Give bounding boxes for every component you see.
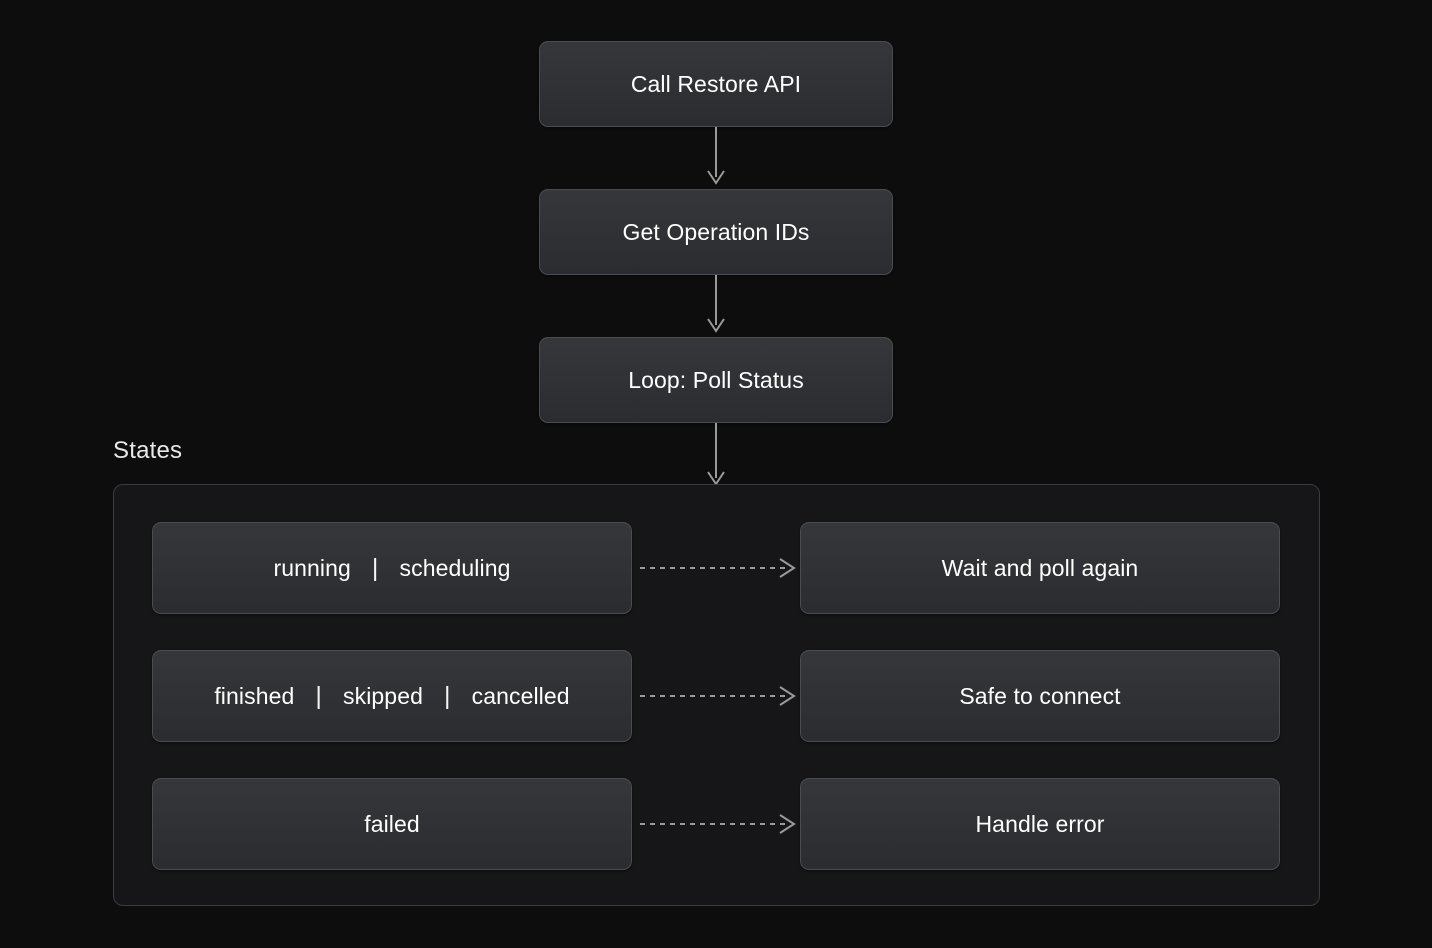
node-outcome-wait-and-poll-again[interactable]: Wait and poll again	[800, 522, 1280, 614]
token-separator: |	[443, 681, 451, 710]
state-token: running	[273, 554, 351, 581]
node-get-operation-ids[interactable]: Get Operation IDs	[539, 189, 893, 275]
state-token: failed	[364, 810, 420, 837]
node-state-failed[interactable]: failed	[152, 778, 632, 870]
state-token-list: running | scheduling	[252, 555, 531, 582]
node-label: Loop: Poll Status	[628, 366, 804, 393]
state-token: scheduling	[399, 554, 511, 581]
node-outcome-handle-error[interactable]: Handle error	[800, 778, 1280, 870]
node-outcome-safe-to-connect[interactable]: Safe to connect	[800, 650, 1280, 742]
token-separator: |	[371, 553, 379, 582]
token-separator: |	[315, 681, 322, 710]
node-label: Safe to connect	[959, 682, 1121, 709]
node-call-restore-api[interactable]: Call Restore API	[539, 41, 893, 127]
node-state-finished-skipped-cancelled[interactable]: finished | skipped | cancelled	[152, 650, 632, 742]
state-token-list: finished | skipped | cancelled	[193, 683, 590, 710]
state-token: cancelled	[471, 682, 570, 709]
state-token: finished	[214, 682, 295, 709]
node-label: Wait and poll again	[941, 554, 1139, 581]
edge-loop-poll-status-to-states	[707, 423, 725, 486]
node-label: Get Operation IDs	[622, 218, 810, 245]
edge-call-restore-api-to-get-operation-ids	[707, 127, 725, 185]
state-token: skipped	[343, 682, 423, 709]
subgraph-title: States	[113, 437, 183, 464]
edge-get-operation-ids-to-loop-poll-status	[707, 275, 725, 333]
node-state-running-scheduling[interactable]: running | scheduling	[152, 522, 632, 614]
node-label: Call Restore API	[630, 70, 802, 97]
state-token-list: failed	[343, 811, 441, 838]
node-label: Handle error	[975, 810, 1105, 837]
node-loop-poll-status[interactable]: Loop: Poll Status	[539, 337, 893, 423]
